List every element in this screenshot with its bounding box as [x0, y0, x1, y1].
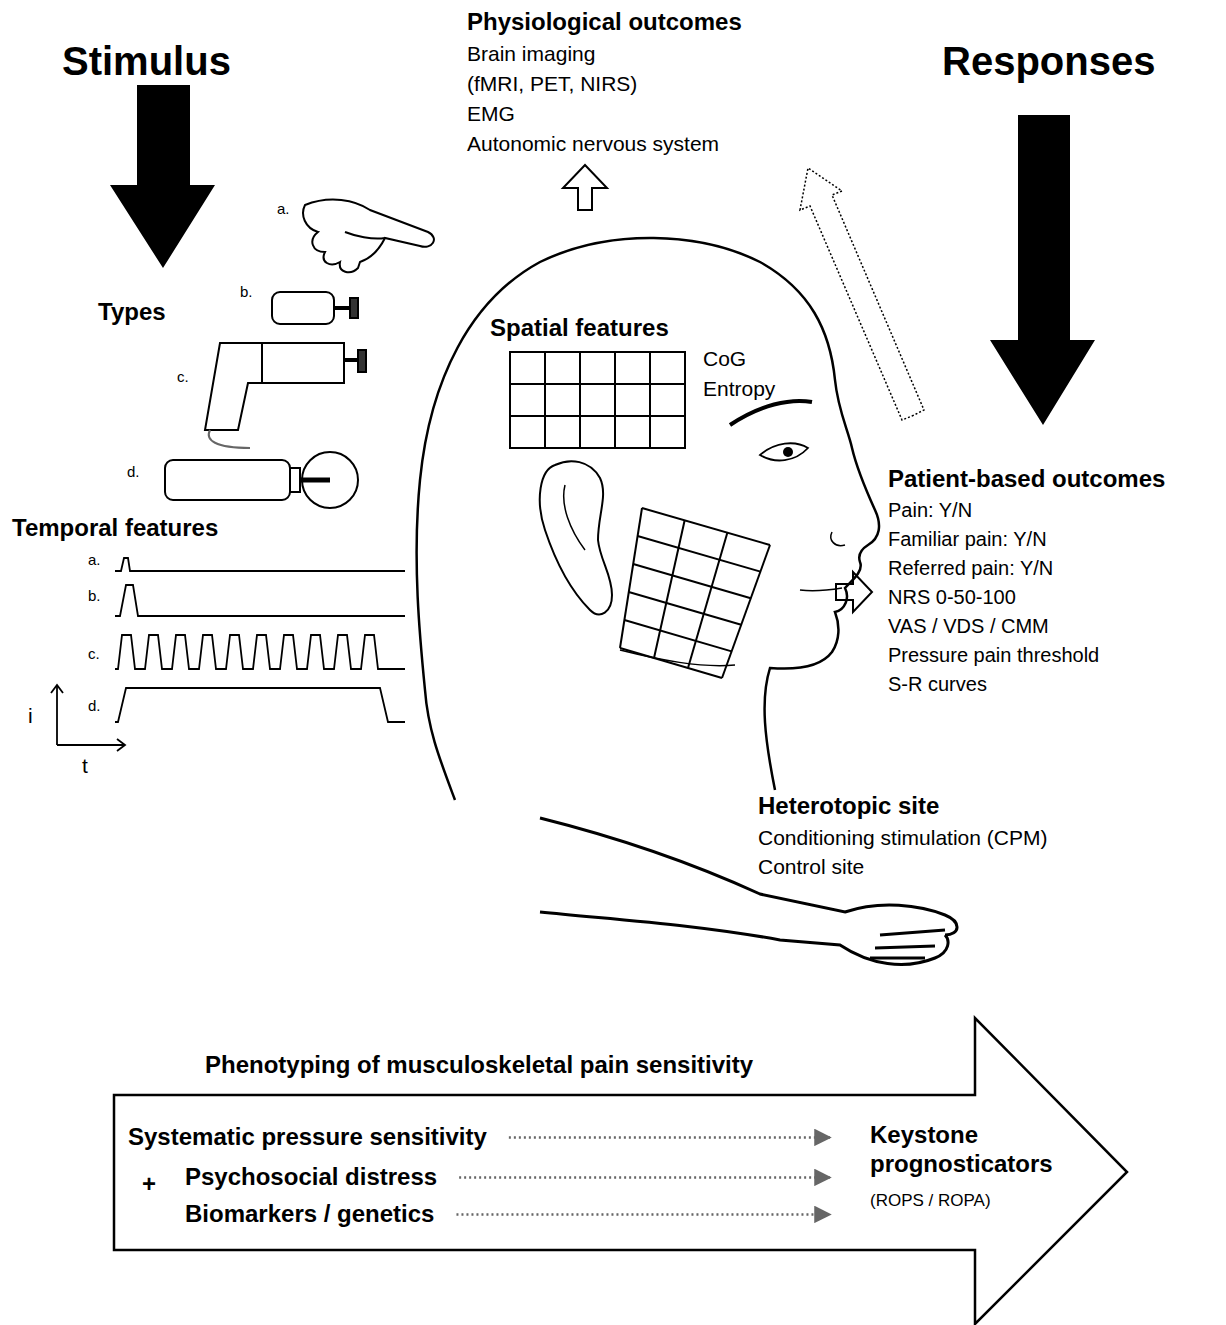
illustration-stroke	[57, 744, 125, 746]
illustration-stroke	[831, 532, 845, 546]
label: Autonomic nervous system	[467, 132, 719, 156]
responses-arrow	[990, 115, 1095, 425]
label: NRS 0-50-100	[888, 586, 1016, 609]
illustration-stroke	[302, 452, 358, 508]
illustration-stroke	[730, 401, 812, 425]
feedback-arrow	[800, 168, 924, 420]
illustration-stroke	[629, 592, 741, 625]
label: EMG	[467, 102, 515, 126]
label: b.	[88, 587, 101, 604]
label: t	[82, 754, 88, 778]
label: a.	[277, 200, 290, 217]
devices	[165, 200, 434, 508]
label: Types	[98, 298, 166, 326]
phenotyping-arrow: Phenotyping of musculoskeletal pain sens…	[112, 1015, 1130, 1325]
label: Patient-based outcomes	[888, 465, 1165, 493]
illustration-stroke	[115, 585, 405, 616]
head-outline	[417, 238, 879, 800]
label: i	[28, 704, 33, 728]
label: Control site	[758, 855, 864, 879]
illustration-stroke	[760, 443, 808, 460]
node-text: +	[142, 1170, 156, 1199]
illustration-stroke	[300, 478, 330, 483]
up-arrow	[563, 165, 607, 210]
illustration-stroke	[358, 350, 366, 372]
waveforms	[115, 558, 405, 722]
node-text: Psychosocial distress	[185, 1163, 437, 1192]
illustration-stroke	[115, 688, 405, 722]
label: CoG	[703, 347, 746, 371]
illustration-stroke	[642, 508, 770, 545]
label: S-R curves	[888, 673, 987, 696]
label: VAS / VDS / CMM	[888, 615, 1049, 638]
label: d.	[127, 463, 140, 480]
illustration-stroke	[290, 468, 300, 492]
label: Pain: Y/N	[888, 499, 972, 522]
illustration-stroke	[800, 588, 842, 591]
label: Heterotopic site	[758, 792, 939, 820]
illustration-stroke	[51, 685, 63, 693]
illustration-stroke	[540, 912, 948, 964]
illustration-stroke	[722, 545, 770, 678]
dotted-arrow	[456, 1213, 830, 1216]
illustration-stroke	[117, 739, 125, 751]
illustration-stroke	[564, 485, 585, 550]
label: Temporal features	[12, 514, 218, 542]
label: Responses	[942, 38, 1155, 84]
illustration-stroke	[614, 352, 616, 448]
illustration-stroke	[205, 343, 262, 430]
label: b.	[240, 283, 253, 300]
illustration-stroke	[510, 415, 685, 417]
label: Physiological outcomes	[467, 8, 742, 36]
label: c.	[88, 645, 100, 662]
illustration-stroke	[620, 508, 642, 648]
node-text: Keystone prognosticators	[870, 1121, 1105, 1179]
label: Spatial features	[490, 314, 669, 342]
illustration-stroke	[870, 930, 945, 958]
illustration-stroke	[624, 620, 731, 651]
label: a.	[88, 551, 101, 568]
stimulus-arrow	[110, 85, 215, 268]
label: Conditioning stimulation (CPM)	[758, 826, 1047, 850]
label: Entropy	[703, 377, 775, 401]
illustration-stroke	[544, 352, 546, 448]
illustration-stroke	[115, 635, 405, 669]
illustration-stroke	[303, 200, 434, 273]
label: (fMRI, PET, NIRS)	[467, 72, 637, 96]
illustration-stroke	[115, 558, 405, 571]
illustration-stroke	[345, 232, 385, 239]
arrow-outline	[114, 1018, 1127, 1324]
dotted-arrow	[509, 1136, 830, 1139]
illustration-stroke	[620, 648, 722, 678]
node-text: (ROPS / ROPA)	[870, 1191, 991, 1211]
label: Pressure pain threshold	[888, 644, 1099, 667]
illustration-stroke	[350, 298, 358, 318]
label: Familiar pain: Y/N	[888, 528, 1047, 551]
illustration-stroke	[272, 292, 334, 324]
illustration-stroke	[540, 461, 612, 614]
label: c.	[177, 368, 189, 385]
node-text: Systematic pressure sensitivity	[128, 1123, 487, 1152]
label: d.	[88, 697, 101, 714]
illustration-stroke	[579, 352, 581, 448]
illustration-stroke	[56, 685, 58, 745]
illustration-stroke	[783, 447, 793, 457]
illustration-stroke	[262, 343, 344, 383]
illustration-stroke	[649, 352, 651, 448]
node-text: Phenotyping of musculoskeletal pain sens…	[205, 1051, 753, 1080]
illustration-stroke	[510, 352, 685, 448]
label: Stimulus	[62, 38, 231, 84]
masseter-grid	[620, 508, 770, 678]
label: Referred pain: Y/N	[888, 557, 1053, 580]
illustration-stroke	[654, 520, 685, 658]
illustration-stroke	[633, 564, 751, 598]
illustration-stroke	[638, 536, 761, 572]
label: Brain imaging	[467, 42, 595, 66]
illustration-stroke	[209, 430, 250, 448]
node-text: Biomarkers / genetics	[185, 1200, 434, 1229]
forehead-grid	[510, 352, 685, 448]
illustration-stroke	[165, 460, 290, 500]
dotted-arrow	[459, 1176, 830, 1179]
illustration-stroke	[510, 383, 685, 385]
